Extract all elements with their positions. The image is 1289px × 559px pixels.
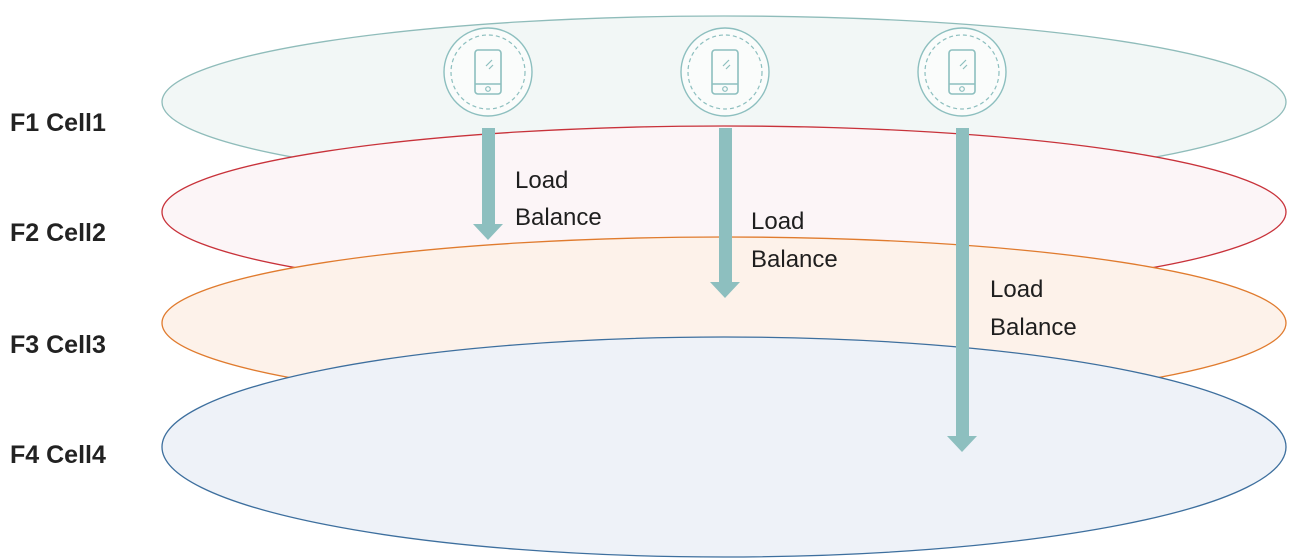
cell2-label: F2 Cell2 — [10, 219, 106, 247]
device-1: Load Balance — [443, 27, 602, 240]
load-balance-label-3: Load Balance — [990, 276, 1077, 341]
mobile-phone-icon — [680, 27, 770, 117]
arrow-2-shaft — [719, 128, 732, 282]
cell4-ellipse — [161, 336, 1287, 558]
load-balance-label-1: Load Balance — [515, 167, 602, 231]
cell1-label: F1 Cell1 — [10, 109, 106, 137]
mobile-phone-icon — [443, 27, 533, 117]
mobile-phone-icon — [917, 27, 1007, 117]
arrow-2-head — [710, 282, 740, 298]
arrow-3-shaft — [956, 128, 969, 436]
load-balance-label-2: Load Balance — [751, 208, 838, 273]
cell4-label: F4 Cell4 — [10, 441, 106, 469]
arrow-1-shaft — [482, 128, 495, 224]
device-2: Load Balance — [680, 27, 838, 298]
arrow-1-head — [473, 224, 503, 240]
cell3-label: F3 Cell3 — [10, 331, 106, 359]
arrow-3-head — [947, 436, 977, 452]
device-3: Load Balance — [917, 27, 1077, 452]
